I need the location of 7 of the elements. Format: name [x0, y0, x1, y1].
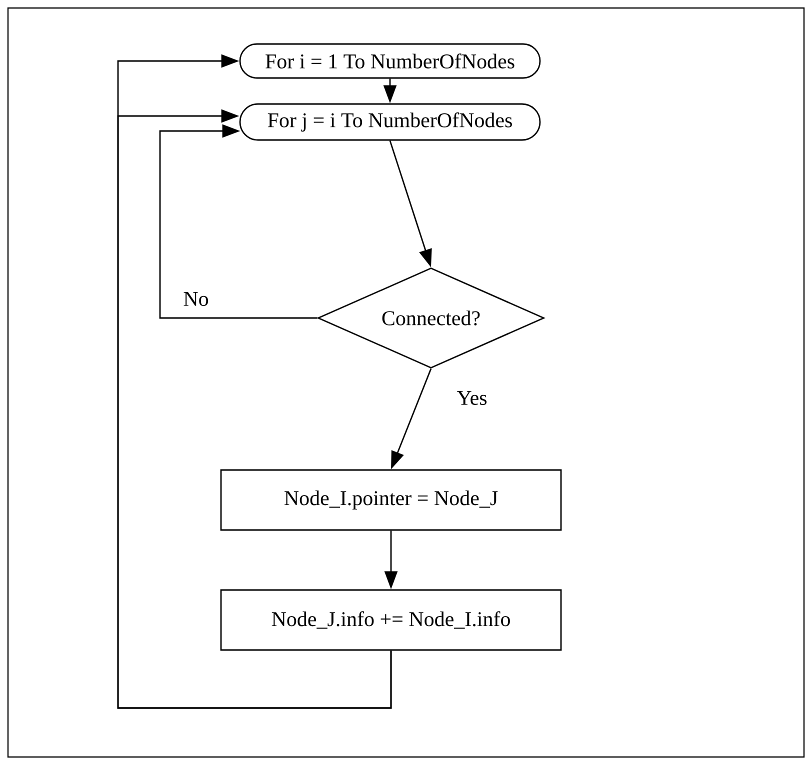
edge-label: Yes — [456, 391, 487, 405]
edge-label: No — [184, 292, 208, 306]
process-box: Node_I.pointer = Node_J — [220, 469, 562, 531]
process-box: Node_J.info += Node_I.info — [220, 589, 562, 651]
loop-terminal: For j = i To NumberOfNodes — [239, 103, 541, 141]
loop-terminal: For i = 1 To NumberOfNodes — [239, 43, 541, 79]
arrow — [159, 124, 318, 319]
